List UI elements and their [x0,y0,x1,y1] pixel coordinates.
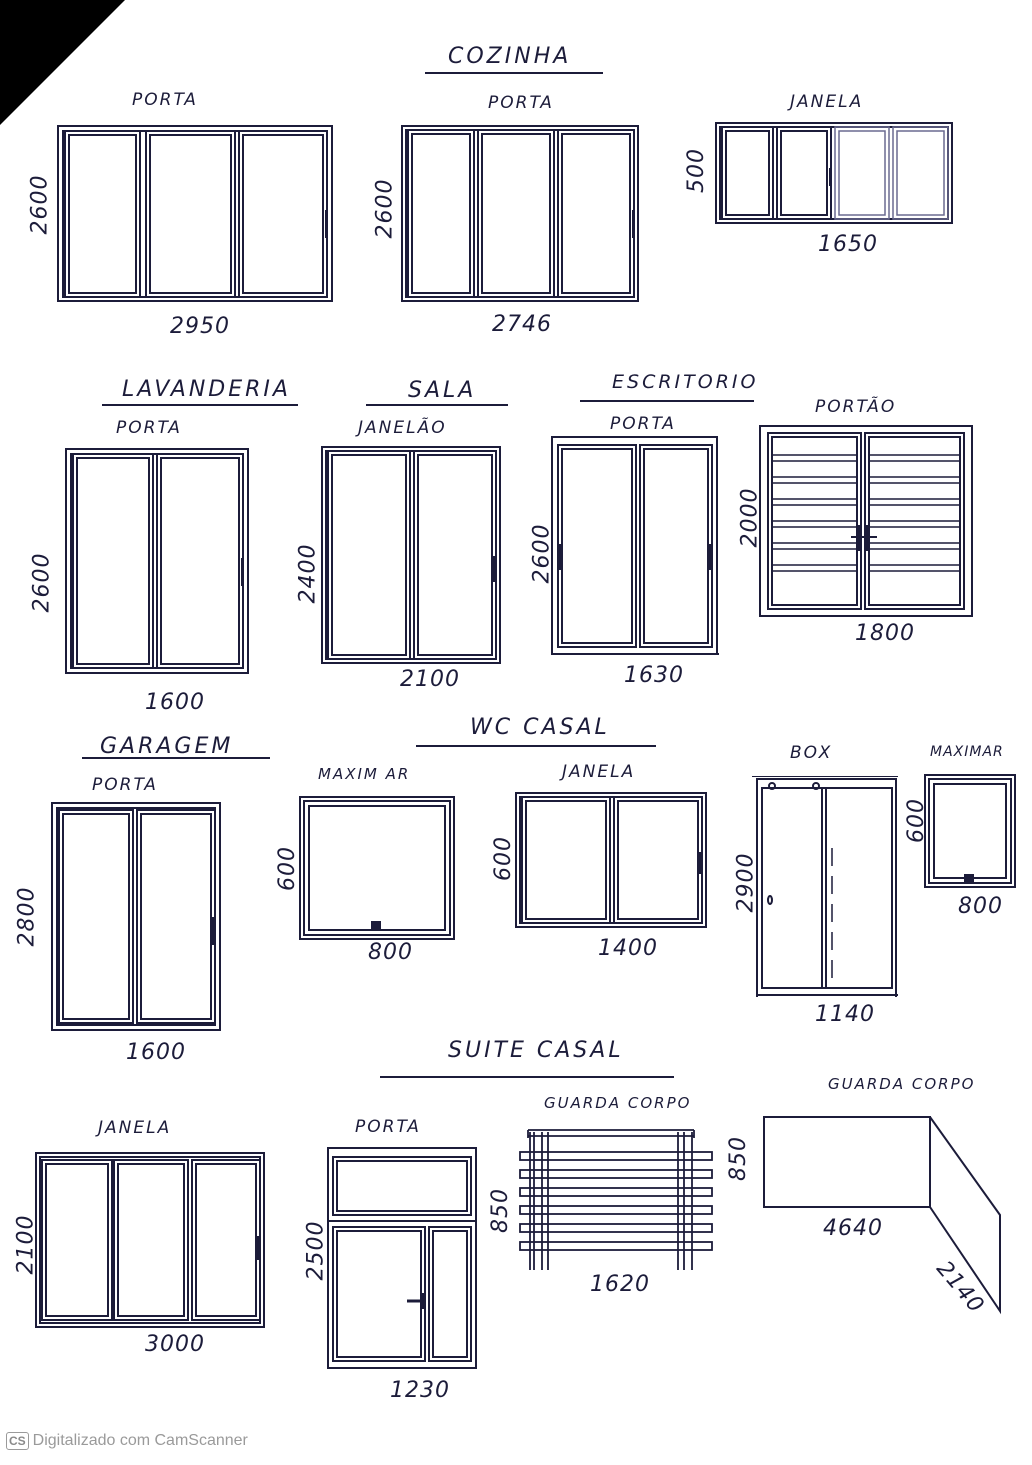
dimension-height: 2600 [29,552,55,613]
drawing-guarda-corpo-1 [519,1129,713,1270]
dimension-width: 4640 [823,1216,883,1241]
label-porta: PORTA [132,90,198,110]
label-guarda-corpo: GUARDA CORPO [828,1075,976,1093]
dimension-width: 1650 [818,232,878,257]
dimension-height: 2400 [295,543,321,604]
dimension-height: 2100 [13,1214,39,1275]
dimension-height: 2800 [14,886,40,947]
label-maximar: MAXIM AR [318,765,411,783]
section-title-sala: SALA [408,378,477,403]
dimension-width: 2746 [492,312,552,337]
dimension-width: 800 [958,894,1003,919]
dimension-height: 2600 [529,523,555,584]
drawing-box [756,778,898,997]
label-maximar: MAXIMAR [930,744,1004,760]
drawing-maximar-box [924,774,1016,888]
dimension-width: 3000 [145,1332,205,1357]
dimension-height: 2000 [737,487,763,548]
label-guarda-corpo: GUARDA CORPO [544,1094,692,1112]
label-porta: PORTA [355,1117,421,1137]
dimension-height: 500 [684,148,709,193]
dimension-height: 850 [488,1188,513,1233]
drawing-porta-lavanderia [65,448,249,674]
drawing-portao [759,425,973,617]
section-title-cozinha: COZINHA [448,44,572,69]
label-janelao: JANELÃO [358,418,447,438]
drawing-maximar-wc [299,796,455,940]
dimension-width: 2100 [400,667,460,692]
label-porta: PORTA [116,418,182,438]
dimension-height: 600 [491,836,516,881]
drawing-porta-cozinha-1 [57,125,333,302]
box-top-line [752,776,898,777]
section-underline [580,400,754,402]
section-underline [366,404,508,406]
dimension-height: 2900 [733,852,759,913]
label-janela: JANELA [562,762,636,782]
label-portao: PORTÃO [815,397,897,417]
drawing-porta-escritorio [551,436,719,655]
dimension-width: 1630 [624,663,684,688]
dimension-height: 2600 [27,174,53,235]
section-underline [380,1076,674,1078]
drawing-janela-wc [515,792,707,928]
section-title-lavanderia: LAVANDERIA [122,377,291,402]
camscanner-watermark: CS Digitalizado com CamScanner [6,1432,248,1450]
section-underline [425,72,603,74]
dimension-width: 1600 [126,1040,186,1065]
drawing-janelao-sala [321,446,501,664]
dimension-width: 1400 [598,936,658,961]
drawing-janela-cozinha [715,122,953,224]
label-porta: PORTA [488,93,554,113]
watermark-text: Digitalizado com CamScanner [32,1432,248,1449]
section-underline [416,745,656,747]
dimension-height: 850 [726,1136,751,1181]
dimension-width: 1140 [815,1002,875,1027]
dimension-width: 800 [368,940,413,965]
scan-corner-fold [0,0,125,125]
drawing-janela-suite [35,1152,265,1328]
dimension-height: 600 [904,798,929,843]
dimension-width: 1620 [590,1272,650,1297]
drawing-guarda-corpo-2 [763,1116,1001,1315]
label-box: BOX [790,743,833,763]
section-underline [102,404,298,406]
label-porta: PORTA [92,775,158,795]
section-title-garagem: GARAGEM [100,734,234,759]
label-porta: PORTA [610,414,676,434]
label-janela: JANELA [790,92,864,112]
section-title-suite-casal: SUITE CASAL [448,1038,624,1063]
dimension-height: 2500 [303,1220,329,1281]
section-title-wc-casal: WC CASAL [470,715,610,740]
dimension-height: 600 [275,846,300,891]
section-underline [82,757,270,759]
dimension-width: 1600 [145,690,205,715]
drawing-porta-cozinha-2 [401,125,639,302]
drawing-porta-suite [327,1147,477,1369]
label-janela: JANELA [98,1118,172,1138]
dimension-width: 1230 [390,1378,450,1403]
camscanner-logo-icon: CS [6,1432,29,1450]
dimension-width: 2950 [170,314,230,339]
dimension-width: 1800 [855,621,915,646]
dimension-height: 2600 [372,178,398,239]
drawing-porta-garagem [51,802,221,1031]
section-title-escritorio: ESCRITORIO [612,371,759,393]
